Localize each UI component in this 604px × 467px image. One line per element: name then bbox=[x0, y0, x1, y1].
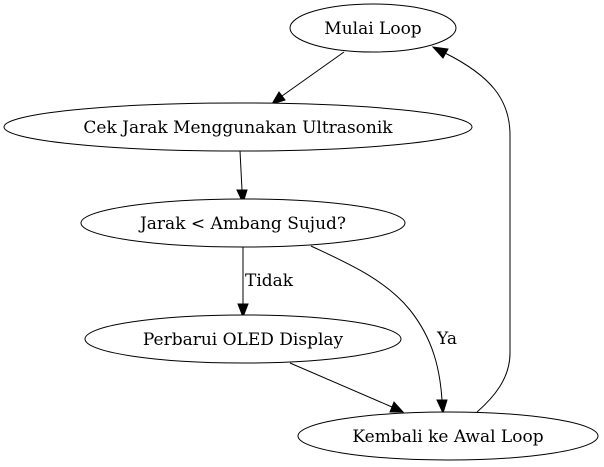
edge-start-to-check bbox=[270, 51, 345, 105]
node-decision-jarak: Jarak < Ambang Sujud? bbox=[80, 198, 406, 248]
node-cek-jarak: Cek Jarak Menggunakan Ultrasonik bbox=[3, 102, 473, 152]
edge-decision-to-back bbox=[310, 245, 448, 415]
node-decision-jarak-label: Jarak < Ambang Sujud? bbox=[138, 214, 346, 234]
node-perbarui-oled-label: Perbarui OLED Display bbox=[143, 330, 344, 350]
node-perbarui-oled: Perbarui OLED Display bbox=[84, 314, 402, 364]
edge-decision-to-update bbox=[237, 245, 249, 319]
edge-update-to-back bbox=[289, 362, 405, 413]
node-kembali-awal: Kembali ke Awal Loop bbox=[297, 411, 599, 461]
edge-back-to-start bbox=[431, 46, 511, 413]
node-kembali-awal-label: Kembali ke Awal Loop bbox=[352, 427, 543, 447]
edge-label-ya: Ya bbox=[436, 329, 457, 349]
edge-check-to-decision bbox=[236, 150, 248, 205]
edge-label-tidak: Tidak bbox=[245, 271, 294, 291]
node-mulai-loop: Mulai Loop bbox=[289, 3, 457, 53]
node-mulai-loop-label: Mulai Loop bbox=[324, 19, 422, 39]
node-cek-jarak-label: Cek Jarak Menggunakan Ultrasonik bbox=[83, 118, 393, 138]
